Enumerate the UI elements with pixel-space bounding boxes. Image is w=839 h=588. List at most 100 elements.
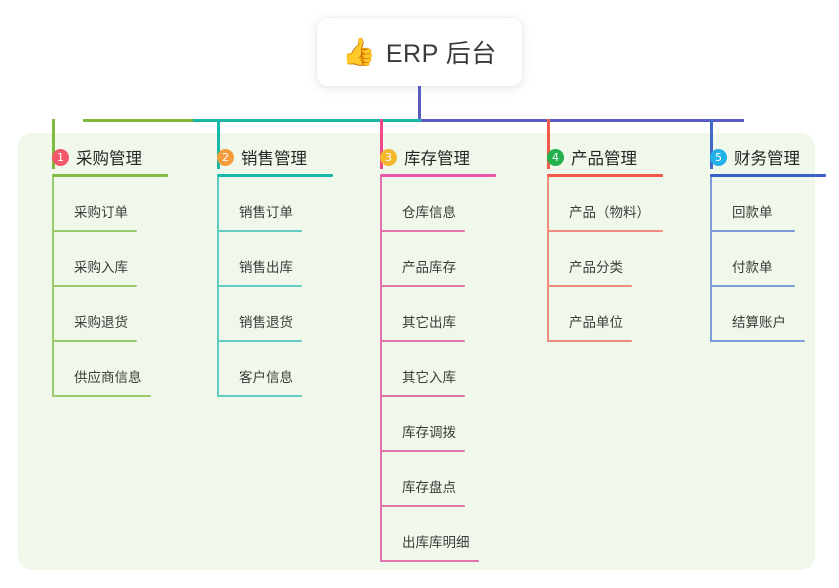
column-4: 4 产品管理产品（物料） 产品分类产品单位 (527, 146, 663, 342)
leaf-item[interactable]: 采购入库 (52, 232, 168, 287)
column-header-rule (52, 174, 168, 177)
drop-to-column-3 (380, 119, 383, 169)
leaf-item[interactable]: 产品单位 (547, 287, 663, 342)
leaf-item-rule (710, 285, 795, 287)
leaf-item-rule (710, 230, 795, 232)
column-items: 仓库信息产品库存其它出库其它入库库存调拨库存盘点出库库明细 (380, 177, 496, 562)
leaf-item[interactable]: 产品分类 (547, 232, 663, 287)
column-title: 库存管理 (404, 150, 470, 168)
leaf-item-rule (52, 340, 137, 342)
column-2: 2 销售管理销售订单销售出库销售退货客户信息 (197, 146, 333, 397)
leaf-item[interactable]: 回款单 (710, 177, 826, 232)
bus-purple (421, 119, 744, 122)
leaf-item-label: 销售退货 (239, 315, 293, 330)
leaf-item-rule (52, 395, 151, 397)
column-header-rule (710, 174, 826, 177)
leaf-item[interactable]: 采购订单 (52, 177, 168, 232)
column-spine (547, 177, 549, 342)
leaf-item[interactable]: 结算账户 (710, 287, 826, 342)
drop-to-column-5 (710, 119, 713, 169)
column-title: 销售管理 (241, 150, 307, 168)
leaf-item-rule (217, 285, 302, 287)
column-items: 销售订单销售出库销售退货客户信息 (217, 177, 333, 397)
column-header-rule (547, 174, 663, 177)
leaf-item-label: 供应商信息 (74, 370, 142, 385)
leaf-item-label: 采购入库 (74, 260, 128, 275)
leaf-item-label: 销售订单 (239, 205, 293, 220)
leaf-item-label: 产品库存 (402, 260, 456, 275)
leaf-item-rule (380, 505, 465, 507)
root-node-card[interactable]: 👍 ERP 后台 (317, 18, 522, 86)
column-header-4[interactable]: 4 产品管理 (527, 146, 663, 168)
column-items: 回款单付款单结算账户 (710, 177, 826, 342)
leaf-item-rule (380, 230, 465, 232)
root-title: ERP 后台 (385, 40, 497, 68)
column-spine (52, 177, 54, 397)
leaf-item-label: 库存调拨 (402, 425, 456, 440)
diagram-panel (18, 133, 815, 570)
leaf-item-rule (217, 230, 302, 232)
leaf-item-label: 采购退货 (74, 315, 128, 330)
column-spine (380, 177, 382, 562)
thumbs-up-icon: 👍 (342, 36, 376, 67)
column-items: 产品（物料） 产品分类产品单位 (547, 177, 663, 342)
leaf-item-label: 付款单 (732, 260, 773, 275)
leaf-item-rule (380, 395, 465, 397)
leaf-item-label: 仓库信息 (402, 205, 456, 220)
column-number-badge: 4 (547, 148, 564, 166)
leaf-item[interactable]: 库存盘点 (380, 452, 496, 507)
leaf-item[interactable]: 销售出库 (217, 232, 333, 287)
leaf-item-rule (52, 230, 137, 232)
column-number-badge: 1 (52, 148, 69, 166)
leaf-item[interactable]: 库存调拨 (380, 397, 496, 452)
leaf-item-label: 其它入库 (402, 370, 456, 385)
leaf-item-rule (380, 340, 465, 342)
column-number-badge: 2 (217, 148, 234, 166)
column-number-badge: 5 (710, 148, 727, 166)
leaf-item[interactable]: 产品（物料） (547, 177, 663, 232)
leaf-item[interactable]: 仓库信息 (380, 177, 496, 232)
leaf-item[interactable]: 产品库存 (380, 232, 496, 287)
leaf-item[interactable]: 出库库明细 (380, 507, 496, 562)
leaf-item[interactable]: 其它出库 (380, 287, 496, 342)
leaf-item-label: 产品分类 (569, 260, 623, 275)
leaf-item[interactable]: 供应商信息 (52, 342, 168, 397)
leaf-item-rule (52, 285, 137, 287)
column-header-3[interactable]: 3 库存管理 (360, 146, 496, 168)
leaf-item-label: 客户信息 (239, 370, 293, 385)
leaf-item-rule (710, 340, 805, 342)
drop-to-column-1 (52, 119, 55, 169)
leaf-item-label: 回款单 (732, 205, 773, 220)
leaf-item-label: 采购订单 (74, 205, 128, 220)
bus-teal (193, 119, 423, 122)
leaf-item-label: 库存盘点 (402, 480, 456, 495)
leaf-item-rule (380, 450, 465, 452)
root-stem (418, 86, 421, 122)
leaf-item-rule (380, 560, 479, 562)
leaf-item-rule (547, 340, 632, 342)
leaf-item-rule (217, 340, 302, 342)
column-header-rule (380, 174, 496, 177)
leaf-item[interactable]: 采购退货 (52, 287, 168, 342)
column-title: 产品管理 (571, 150, 637, 168)
drop-to-column-2 (217, 119, 220, 169)
leaf-item[interactable]: 销售订单 (217, 177, 333, 232)
leaf-item[interactable]: 付款单 (710, 232, 826, 287)
leaf-item-label: 其它出库 (402, 315, 456, 330)
leaf-item-label: 产品单位 (569, 315, 623, 330)
leaf-item-rule (547, 285, 632, 287)
column-3: 3 库存管理仓库信息产品库存其它出库其它入库库存调拨库存盘点出库库明细 (360, 146, 496, 562)
column-header-rule (217, 174, 333, 177)
column-spine (710, 177, 712, 342)
leaf-item[interactable]: 销售退货 (217, 287, 333, 342)
leaf-item[interactable]: 其它入库 (380, 342, 496, 397)
column-items: 采购订单采购入库采购退货供应商信息 (52, 177, 168, 397)
column-header-2[interactable]: 2 销售管理 (197, 146, 333, 168)
leaf-item-rule (217, 395, 302, 397)
leaf-item[interactable]: 客户信息 (217, 342, 333, 397)
column-number-badge: 3 (380, 148, 397, 166)
